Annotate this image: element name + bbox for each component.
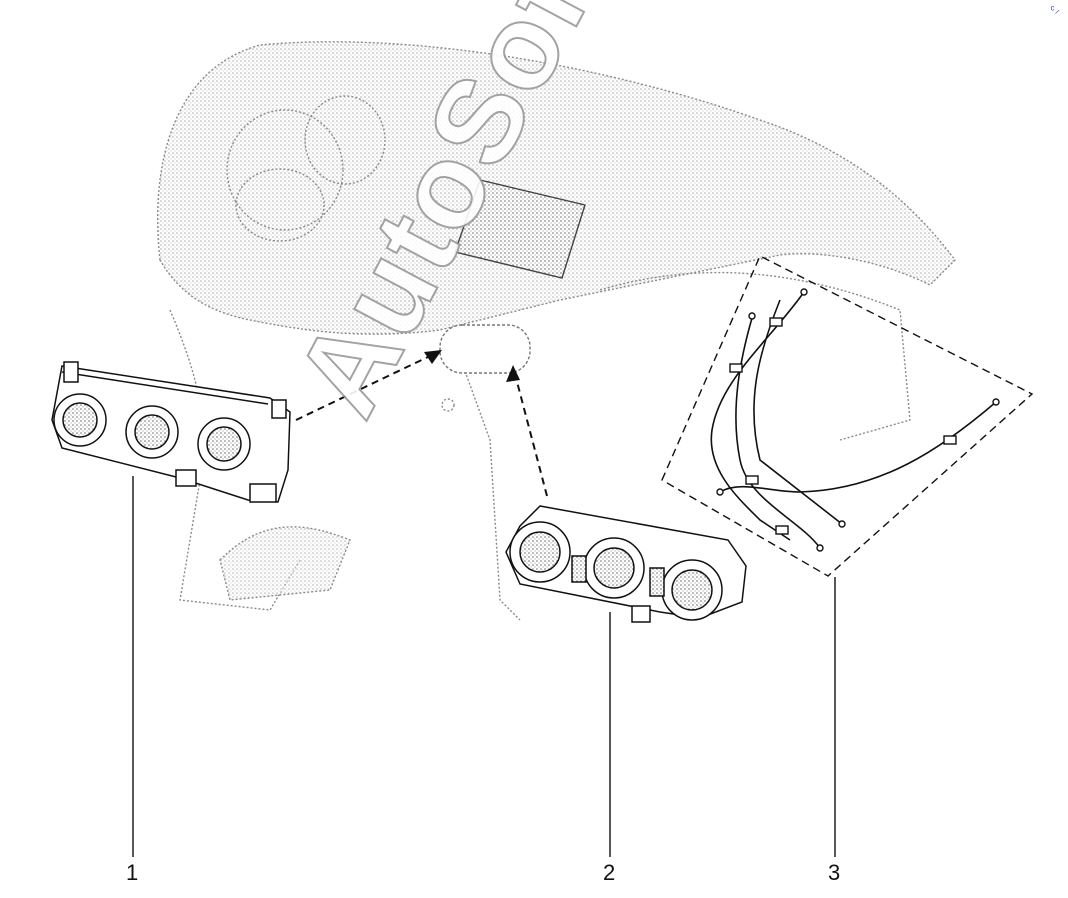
arrow-head-1 [424, 350, 442, 364]
climate-control-unit-2 [505, 505, 747, 623]
climate-control-unit-1 [51, 361, 291, 503]
callout-label-2: 2 [603, 860, 616, 885]
center-display [454, 179, 586, 279]
dashboard-outline [157, 41, 956, 621]
callout-label-1: 1 [126, 860, 139, 885]
arrow-head-2 [506, 365, 520, 382]
insertion-arrows [295, 355, 548, 497]
leader-lines [132, 476, 836, 857]
callout-label-3: 3 [828, 860, 841, 885]
control-cables-3 [661, 255, 1034, 577]
corner-mark: ᶜ⸝ [1050, 4, 1060, 16]
